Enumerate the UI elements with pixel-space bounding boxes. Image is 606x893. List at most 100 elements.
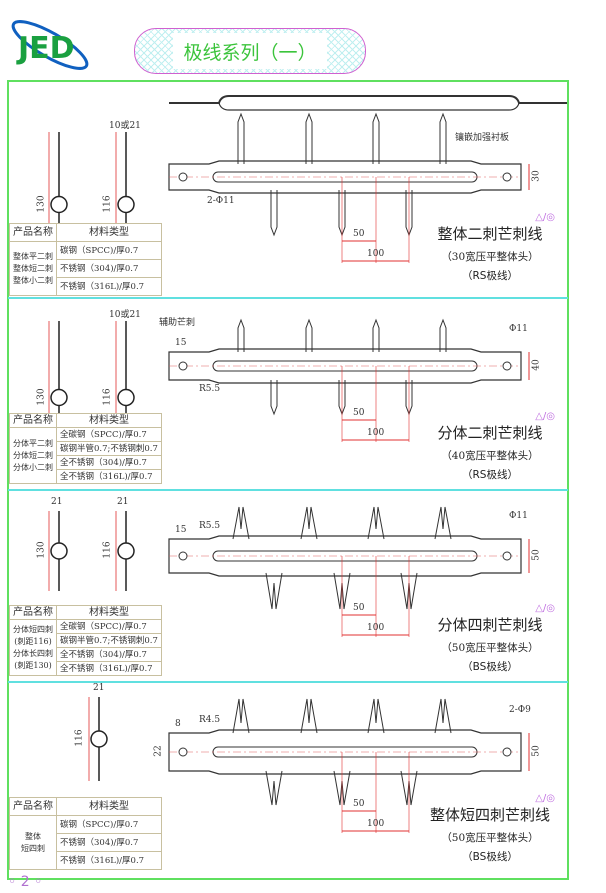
dimension-label: 116 xyxy=(102,387,113,406)
technical-drawing xyxy=(88,697,530,833)
product-name: 分体短四刺 xyxy=(13,624,53,634)
material-cell: 全碳钢（SPCC)/厚0.7 xyxy=(56,427,162,442)
product-name: 分体长四刺 xyxy=(13,648,53,658)
product-names: 整体短四刺 xyxy=(9,815,57,870)
symbol-mark: △/◎ xyxy=(535,212,555,223)
dimension-label: 2-Φ11 xyxy=(207,196,235,206)
product-title-block: △/◎ 分体二刺芒刺线 （40宽压平整体头） （RS极线） xyxy=(405,411,575,482)
product-name: 分体短二刺 xyxy=(13,450,53,460)
jed-logo: JED xyxy=(11,20,89,70)
dimension-label: 100 xyxy=(367,623,385,633)
material-cell: 全不锈钢（304)/厚0.7 xyxy=(56,647,162,662)
table-row: 全不锈钢（316L)/厚0.7 xyxy=(10,661,162,676)
dimension-label: 2-Φ9 xyxy=(509,705,531,715)
technical-drawing xyxy=(48,506,530,637)
product-type: （BS极线） xyxy=(462,661,518,673)
table-row: 整体短四刺碳钢（SPCC)/厚0.7 xyxy=(9,815,162,870)
col-header-name: 产品名称 xyxy=(9,605,57,620)
dimension-label: 100 xyxy=(367,819,385,829)
product-title: 整体短四刺芒刺线 xyxy=(429,806,550,824)
dimension-label: 116 xyxy=(102,541,113,559)
table-row: 全不锈钢（316L)/厚0.7 xyxy=(10,469,162,484)
product-names: 分体平二刺分体短二刺分体小二刺 xyxy=(9,427,57,484)
table-row: 不锈钢（316L)/厚0.7 xyxy=(10,851,162,870)
material-cell: 碳钢（SPCC)/厚0.7 xyxy=(56,241,162,260)
svg-text:JED: JED xyxy=(16,31,75,66)
dimension-label: 50 xyxy=(353,229,365,239)
table-row: 整体平二刺整体短二刺整体小二刺 碳钢（SPCC)/厚0.7 xyxy=(9,241,162,296)
dimension-label: R4.5 xyxy=(199,715,221,725)
product-subtitle: （30宽压平整体头） xyxy=(441,251,539,263)
table-row: 分体短四刺(刺距116)分体长四刺(刺距130)全碳钢（SPCC)/厚0.7 xyxy=(9,619,162,676)
product-name: 整体小二刺 xyxy=(13,275,53,285)
product-name: 短四刺 xyxy=(21,843,45,853)
section-divider xyxy=(8,489,568,491)
material-table: 产品名称材料类型分体短四刺(刺距116)分体长四刺(刺距130)全碳钢（SPCC… xyxy=(9,605,162,676)
product-name: (刺距130) xyxy=(14,660,52,670)
col-header-name: 产品名称 xyxy=(9,797,57,816)
symbol-mark: △/◎ xyxy=(535,793,555,804)
product-title-block: △/◎ 分体四刺芒刺线 （50宽压平整体头） （BS极线） xyxy=(405,603,575,674)
product-title: 整体二刺芒刺线 xyxy=(437,225,543,243)
technical-drawing xyxy=(48,95,567,277)
dimension-label: 21 xyxy=(93,683,105,693)
product-name: 分体小二刺 xyxy=(13,462,53,472)
material-cell: 碳钢半管0.7;不锈钢刺0.7 xyxy=(56,633,162,648)
material-cell: 不锈钢（316L)/厚0.7 xyxy=(56,851,162,870)
product-type: （RS极线） xyxy=(462,270,518,282)
table-row: 分体平二刺分体短二刺分体小二刺全碳钢（SPCC)/厚0.7 xyxy=(9,427,162,484)
product-type: （RS极线） xyxy=(462,469,518,481)
dimension-label: 15 xyxy=(175,338,187,348)
series-banner: 极线系列（一） xyxy=(134,28,366,74)
symbol-mark: △/◎ xyxy=(535,603,555,614)
product-subtitle: （50宽压平整体头） xyxy=(441,642,539,654)
material-cell: 全不锈钢（304)/厚0.7 xyxy=(56,455,162,470)
product-name: 整体短二刺 xyxy=(13,263,53,273)
col-header-material: 材料类型 xyxy=(56,413,162,428)
dimension-label: 50 xyxy=(353,408,365,418)
product-name: (刺距116) xyxy=(14,636,52,646)
dimension-label: 100 xyxy=(367,428,385,438)
product-title: 分体二刺芒刺线 xyxy=(437,424,543,442)
dimension-label: 40 xyxy=(531,359,542,371)
col-header-material: 材料类型 xyxy=(56,605,162,620)
material-cell: 不锈钢（304)/厚0.7 xyxy=(56,833,162,852)
product-name: 分体平二刺 xyxy=(13,438,53,448)
dimension-label: 100 xyxy=(367,249,385,259)
dimension-label: 130 xyxy=(36,387,47,406)
material-cell: 不锈钢（316L)/厚0.7 xyxy=(56,277,162,296)
dimension-label: Φ11 xyxy=(509,511,528,521)
dimension-label: 10或21 xyxy=(109,310,141,320)
dimension-label: 50 xyxy=(353,799,365,809)
col-header-name: 产品名称 xyxy=(9,223,57,242)
dimension-label: 50 xyxy=(531,549,542,561)
material-cell: 全不锈钢（316L)/厚0.7 xyxy=(56,661,162,676)
product-type: （BS极线） xyxy=(462,851,518,863)
material-cell: 碳钢（SPCC)/厚0.7 xyxy=(56,815,162,834)
section-divider xyxy=(8,297,568,299)
table-row: 不锈钢（316L)/厚0.7 xyxy=(10,277,162,296)
dimension-label: 30 xyxy=(531,170,542,182)
dimension-label: R5.5 xyxy=(199,521,221,531)
product-name: 整体平二刺 xyxy=(13,251,53,261)
dimension-label: 辅助芒刺 xyxy=(159,318,196,328)
dimension-label: 镶嵌加强衬板 xyxy=(455,133,510,143)
dimension-label: 22 xyxy=(153,745,164,757)
symbol-mark: △/◎ xyxy=(535,411,555,422)
dimension-label: 50 xyxy=(353,603,365,613)
product-name: 整体 xyxy=(25,831,41,841)
dimension-label: 21 xyxy=(51,497,63,507)
product-names: 分体短四刺 (刺距116) 分体长四刺 (刺距130) xyxy=(9,619,57,676)
section-divider xyxy=(8,681,568,683)
dimension-label: 10或21 xyxy=(109,121,141,131)
col-header-material: 材料类型 xyxy=(56,797,162,816)
product-subtitle: （40宽压平整体头） xyxy=(441,450,539,462)
